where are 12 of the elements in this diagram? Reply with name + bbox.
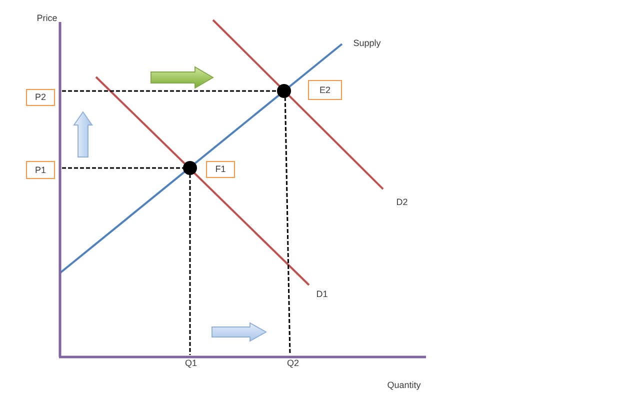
block-arrow	[73, 111, 93, 158]
price-level-box: P2	[26, 89, 55, 106]
axis-tick-label: Q2	[287, 359, 299, 369]
curve-label: D1	[316, 290, 328, 300]
axis-tick-label: Q1	[185, 359, 197, 369]
point-label-box: E2	[308, 80, 342, 100]
point-label-box: F1	[206, 161, 235, 178]
price-level-box: P1	[26, 161, 55, 179]
curve-label: D2	[396, 198, 408, 208]
axis-title: Price	[36, 14, 58, 24]
axis-title: Quantity	[387, 381, 421, 391]
curve-label: Supply	[353, 39, 381, 49]
